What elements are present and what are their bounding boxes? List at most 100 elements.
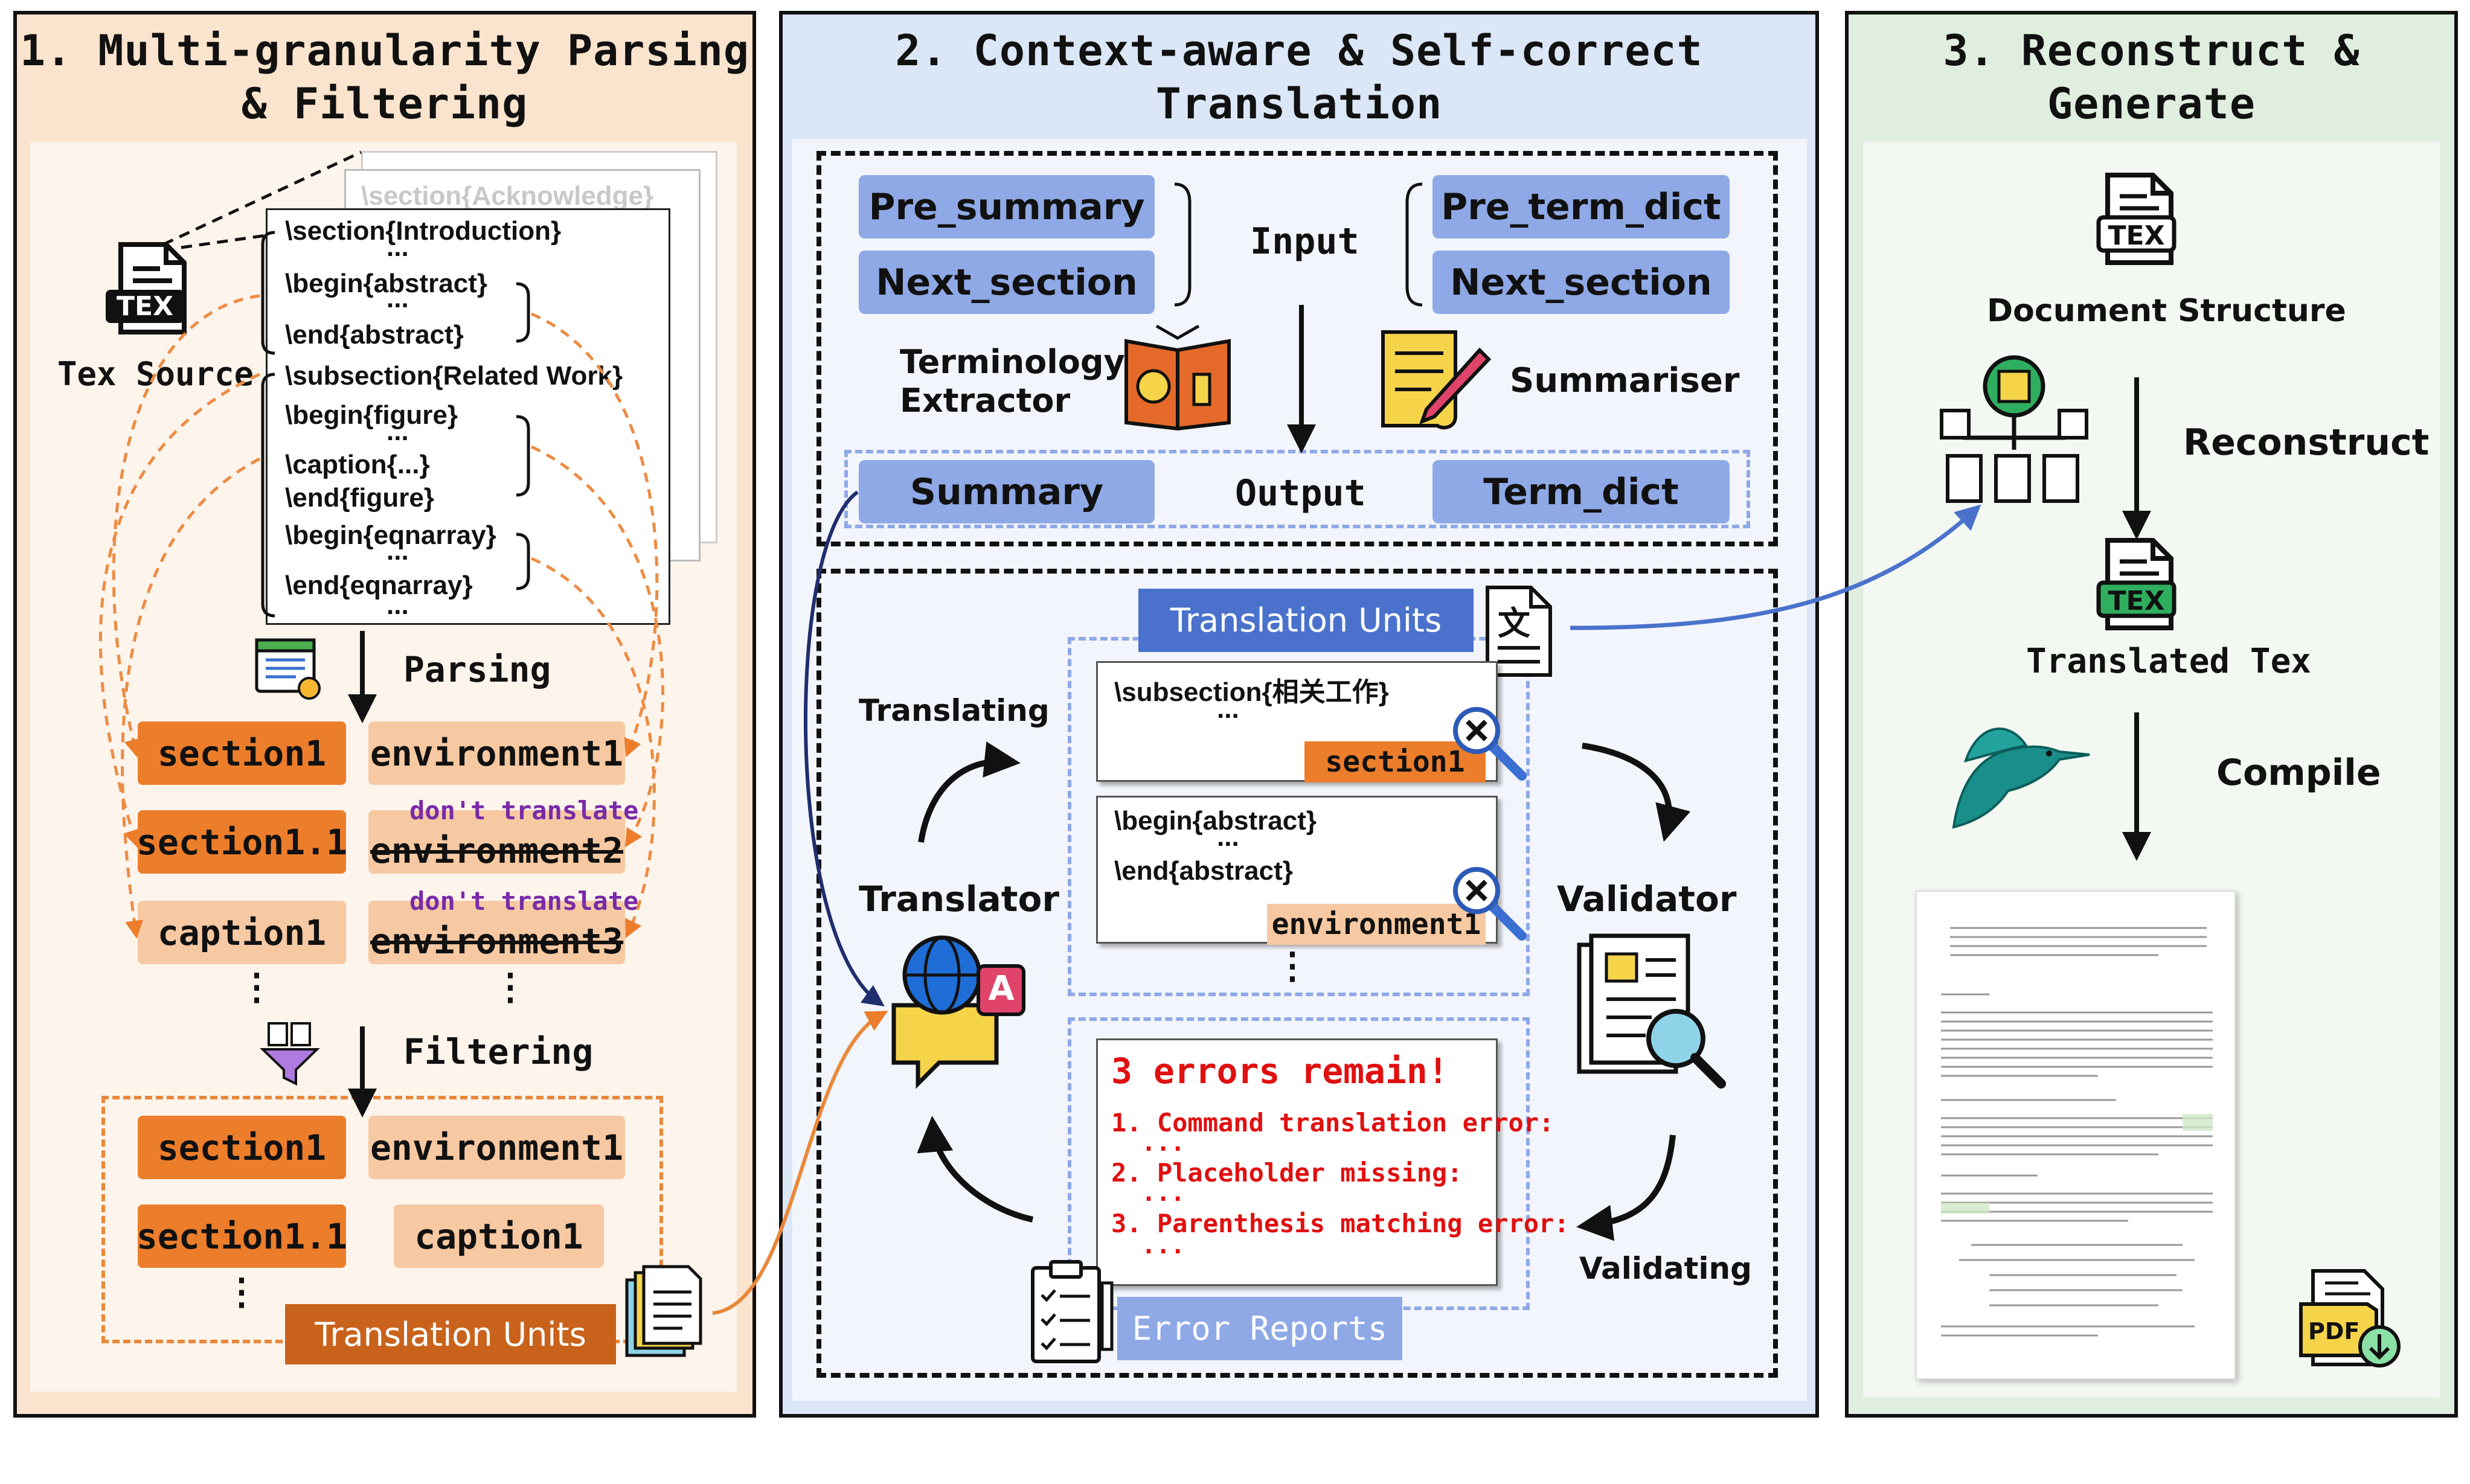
error-2-ellipsis: ...	[1141, 1179, 1185, 1207]
hierarchy-icon	[1936, 353, 2093, 510]
filter-icon	[257, 1020, 323, 1087]
panel3-title: 3. Reconstruct & Generate	[1845, 24, 2458, 130]
filtered-caption1: caption1	[394, 1204, 604, 1268]
term-dict-box: Term_dict	[1432, 460, 1730, 523]
unit-card-1-line: \subsection{相关工作}	[1114, 677, 1389, 707]
summariser-icon	[1377, 326, 1492, 435]
next-section-right-box: Next_section	[1432, 251, 1730, 314]
dont-translate-label-2: don't translate	[409, 886, 639, 916]
translation-units-docs-icon	[622, 1262, 707, 1370]
pre-term-dict-box: Pre_term_dict	[1432, 175, 1730, 238]
compile-label: Compile	[2216, 752, 2381, 794]
reject-magnifier-icon-2	[1449, 863, 1528, 942]
doc-ellipsis-2: ...	[387, 284, 409, 313]
translator-label: Translator	[859, 878, 1059, 920]
doc-line-subsection: \subsection{Related Work}	[285, 361, 623, 391]
extractor-line: Extractor	[900, 382, 1071, 420]
validator-label: Validator	[1557, 878, 1737, 920]
structure-tex-icon: TEX	[2093, 172, 2183, 269]
unit-card-1-tag: section1	[1304, 741, 1486, 782]
structure-tex-label: TEX	[2108, 220, 2165, 251]
doc-line-begin-figure: \begin{figure}	[285, 400, 458, 430]
reconstruct-label: Reconstruct	[2183, 421, 2430, 464]
unit-section1-1: section1.1	[136, 810, 347, 874]
filtered-section1: section1	[138, 1116, 346, 1179]
error-reports-label: Error Reports	[1117, 1297, 1402, 1360]
panel3-title-line2: Generate	[2047, 79, 2256, 129]
dont-translate-label-1: don't translate	[409, 796, 639, 825]
doc-ellipsis-5: ...	[387, 590, 409, 620]
wen-glyph: 文	[1498, 604, 1530, 642]
panel2-title-line2: Translation	[1155, 79, 1443, 129]
unit-card-1-ellipsis: ...	[1217, 694, 1239, 724]
pdf-download-icon: PDF	[2295, 1265, 2404, 1370]
output-label: Output	[1235, 472, 1366, 514]
next-section-left-box: Next_section	[859, 251, 1155, 314]
clipboard-checklist-icon	[1027, 1259, 1117, 1364]
panel1-title-line2: & Filtering	[241, 79, 528, 129]
translation-units-header: Translation Units	[1138, 589, 1474, 652]
chinese-doc-icon: 文	[1483, 584, 1555, 678]
error-3-ellipsis: ...	[1141, 1232, 1185, 1259]
errors-title: 3 errors remain!	[1111, 1051, 1449, 1092]
unit-card-2-ellipsis: ...	[1217, 822, 1239, 852]
doc-ellipsis-4: ...	[387, 536, 409, 566]
translated-tex-label: Translated Tex	[2026, 642, 2312, 681]
pre-summary-box: Pre_summary	[859, 175, 1155, 238]
error-1-ellipsis: ...	[1141, 1129, 1185, 1157]
filtered-environment1: environment1	[368, 1116, 625, 1179]
hummingbird-logo-icon	[1942, 712, 2093, 833]
validating-label: Validating	[1579, 1251, 1752, 1286]
unit-caption1: caption1	[138, 901, 346, 964]
tex-source-label: Tex Source	[57, 355, 254, 393]
vdots-filtered: ⋮	[223, 1271, 260, 1312]
doc-line-caption: \caption{...}	[285, 450, 430, 479]
filtering-label: Filtering	[403, 1031, 594, 1072]
error-1: 1. Command translation error:	[1111, 1108, 1554, 1137]
faded-section-line: \section{Acknowledge}	[361, 181, 654, 211]
error-card	[1096, 1038, 1498, 1286]
doc-ellipsis-3: ...	[387, 417, 409, 446]
panel3-title-line1: 3. Reconstruct &	[1943, 26, 2360, 75]
reject-magnifier-icon-1	[1449, 703, 1528, 782]
summary-box: Summary	[859, 460, 1155, 523]
summariser-label: Summariser	[1510, 361, 1740, 400]
unit-vdots: ⋮	[1274, 945, 1310, 986]
unit-card-2-end: \end{abstract}	[1114, 856, 1293, 886]
unit-environment1: environment1	[368, 721, 625, 785]
error-3: 3. Parenthesis matching error:	[1111, 1209, 1570, 1238]
parsing-label: Parsing	[403, 649, 551, 690]
terminology-extractor-label: Terminology Extractor	[900, 343, 1125, 420]
input-label: Input	[1250, 220, 1359, 263]
translating-label: Translating	[859, 693, 1050, 728]
translator-icon: A	[885, 933, 1030, 1090]
filtered-section1-1: section1.1	[136, 1204, 347, 1268]
vdots-right-1: ⋮	[492, 967, 528, 1007]
panel1-title: 1. Multi-granularity Parsing & Filtering	[13, 24, 756, 130]
unit-card-2-tag: environment1	[1267, 904, 1486, 945]
validator-icon	[1573, 933, 1730, 1090]
context-frame	[816, 151, 1778, 546]
document-structure-label: Document Structure	[1987, 293, 2346, 329]
tex-icon-label: TEX	[117, 291, 173, 322]
error-2: 2. Placeholder missing:	[1111, 1158, 1463, 1188]
doc-line-end-figure: \end{figure}	[285, 483, 434, 513]
vdots-left-1: ⋮	[239, 967, 275, 1007]
translation-units-output: Translation Units	[285, 1304, 616, 1364]
pdf-label: PDF	[2308, 1318, 2360, 1345]
doc-line-end-eqnarray: \end{eqnarray}	[285, 571, 473, 600]
unit-section1: section1	[138, 721, 346, 785]
unit-card-2-begin: \begin{abstract}	[1114, 806, 1317, 836]
doc-ellipsis-1: ...	[387, 232, 409, 262]
panel1-title-line1: 1. Multi-granularity Parsing	[19, 26, 750, 75]
doc-line-begin-eqnarray: \begin{eqnarray}	[285, 520, 496, 550]
tex-file-icon: TEX	[103, 241, 193, 338]
parsing-icon	[254, 637, 323, 700]
doc-line-introduction: \section{Introduction}	[285, 216, 562, 246]
compiled-pdf-page	[1916, 891, 2236, 1380]
doc-line-begin-abstract: \begin{abstract}	[285, 269, 487, 298]
translated-tex-icon-label: TEX	[2108, 586, 2165, 616]
doc-line-end-abstract: \end{abstract}	[285, 320, 464, 350]
translate-badge: A	[988, 969, 1015, 1008]
panel2-title-line1: 2. Context-aware & Self-correct	[895, 26, 1703, 75]
